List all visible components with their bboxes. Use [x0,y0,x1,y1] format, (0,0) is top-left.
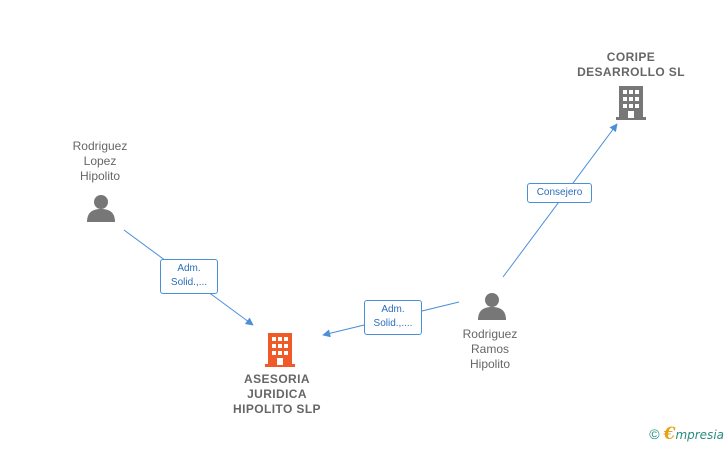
building-icon[interactable] [264,333,296,367]
edge-label-lopez-asesoria[interactable]: Adm. Solid.,... [160,259,218,294]
copyright-icon: © [649,426,660,442]
edge-label-ramos-coripe[interactable]: Consejero [527,183,592,203]
person-icon[interactable] [86,194,116,222]
brand-logo: €mpresia [664,424,724,444]
building-icon[interactable] [615,86,647,120]
node-label-coripe: CORIPE DESARROLLO SL [577,50,685,79]
node-label-asesoria: ASESORIA JURIDICA HIPOLITO SLP [233,372,321,416]
edge-label-ramos-asesoria[interactable]: Adm. Solid.,.... [364,300,422,335]
node-label-lopez: Rodriguez Lopez Hipolito [72,139,128,183]
person-icon[interactable] [477,292,507,320]
brand-logo-mark: € [663,424,676,444]
brand-logo-text: mpresia [675,428,724,442]
brand-watermark: © €mpresia [649,424,724,444]
node-label-ramos: Rodriguez Ramos Hipolito [462,327,518,371]
